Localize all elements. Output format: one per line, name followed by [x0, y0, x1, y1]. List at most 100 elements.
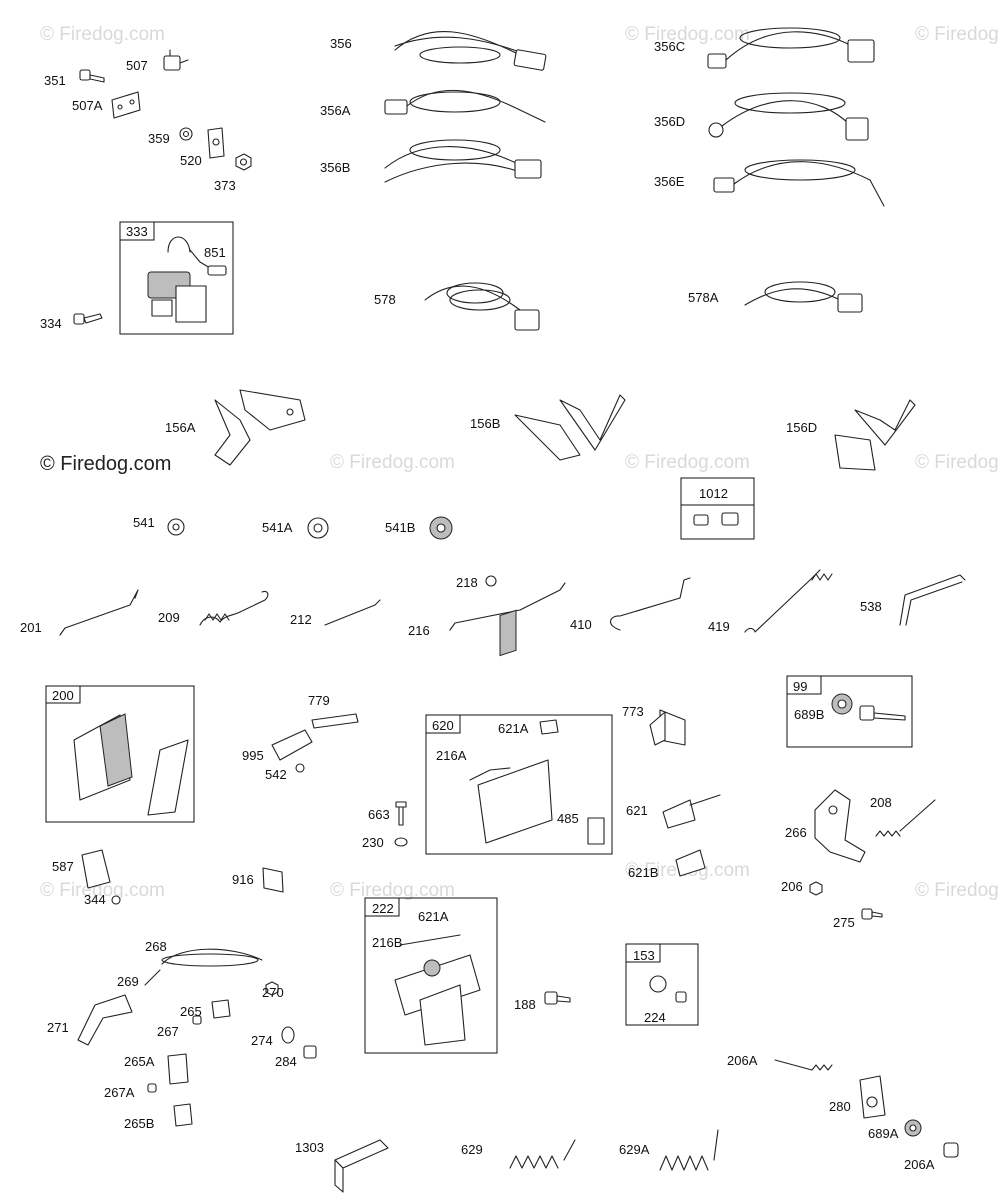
callout-267: 267	[157, 1024, 179, 1039]
part-851-wire	[207, 265, 227, 276]
part-578-wire-harness	[424, 282, 540, 331]
part-212-link	[324, 599, 381, 626]
part-270-nut	[265, 981, 279, 996]
callout-267A: 267A	[104, 1085, 135, 1100]
callout-222: 222	[372, 901, 394, 916]
callout-208: 208	[870, 795, 892, 810]
part-344-screw	[111, 895, 121, 905]
part-507-switch	[163, 49, 189, 71]
callout-621A-2: 621A	[418, 909, 449, 924]
callout-419: 419	[708, 619, 730, 634]
part-621B-clip	[675, 849, 706, 877]
part-284-screw	[303, 1045, 317, 1059]
callout-274: 274	[251, 1033, 273, 1048]
box-620	[425, 714, 613, 855]
callout-356A: 356A	[320, 103, 351, 118]
callout-188: 188	[514, 997, 536, 1012]
part-188-screw	[544, 991, 571, 1005]
callout-851: 851	[204, 245, 226, 260]
callout-206A-2: 206A	[904, 1157, 935, 1172]
part-410-link	[610, 577, 691, 631]
callout-275: 275	[833, 915, 855, 930]
callout-689A: 689A	[868, 1126, 899, 1141]
part-267A-screw	[147, 1083, 157, 1093]
callout-578A: 578A	[688, 290, 719, 305]
callout-541B: 541B	[385, 520, 415, 535]
callout-916: 916	[232, 872, 254, 887]
part-222-control-assembly	[394, 934, 481, 1046]
part-156D-bracket	[834, 399, 916, 471]
part-271-lever	[77, 994, 133, 1046]
watermark: © Firedog.com	[915, 452, 1000, 473]
part-356A-wire-harness	[384, 89, 546, 123]
callout-578: 578	[374, 292, 396, 307]
callout-689B: 689B	[794, 707, 824, 722]
part-153-cap	[649, 975, 667, 993]
watermark: © Firedog.com	[40, 880, 165, 901]
box-153-tag	[625, 943, 661, 963]
part-280-bracket	[859, 1075, 886, 1119]
part-269-fitting	[144, 969, 161, 986]
callout-201: 201	[20, 620, 42, 635]
callout-356E: 356E	[654, 174, 685, 189]
watermark: © Firedog.com	[330, 880, 455, 901]
callout-268: 268	[145, 939, 167, 954]
callout-265: 265	[180, 1004, 202, 1019]
part-216-link	[449, 582, 566, 631]
box-99-tag	[786, 675, 822, 695]
part-356-wire-harness	[394, 30, 547, 71]
part-541A-lockwasher	[307, 517, 329, 539]
part-995-bracket	[271, 729, 313, 761]
part-359-washer	[179, 127, 193, 141]
callout-153: 153	[633, 948, 655, 963]
callout-206A: 206A	[727, 1053, 758, 1068]
callout-621: 621	[626, 803, 648, 818]
part-333-armature	[147, 236, 211, 323]
part-538-rod	[899, 574, 966, 626]
part-206-nut	[809, 881, 823, 896]
part-689A-nut	[904, 1119, 922, 1137]
callout-271: 271	[47, 1020, 69, 1035]
part-218-clip	[485, 575, 497, 587]
callout-356C: 356C	[654, 39, 685, 54]
callout-410: 410	[570, 617, 592, 632]
box-222-tag	[364, 897, 400, 917]
watermark: © Firedog.com	[625, 24, 750, 45]
part-779-bracket	[311, 713, 359, 729]
part-541-lockwasher	[167, 518, 185, 536]
watermark: © Firedog.com	[40, 24, 165, 45]
part-1012-connectors	[693, 512, 739, 526]
part-267-screw	[192, 1015, 202, 1025]
box-99	[786, 675, 913, 748]
callout-507: 507	[126, 58, 148, 73]
part-663-screw	[395, 801, 407, 826]
callout-266: 266	[785, 825, 807, 840]
callout-156A: 156A	[165, 420, 196, 435]
callout-541A: 541A	[262, 520, 293, 535]
callout-356: 356	[330, 36, 352, 51]
callout-269: 269	[117, 974, 139, 989]
part-485-block	[587, 817, 605, 845]
callout-620: 620	[432, 718, 454, 733]
part-578A-wire-harness	[744, 281, 863, 313]
callout-344: 344	[84, 892, 106, 907]
part-200-plates	[73, 713, 189, 816]
callout-265B: 265B	[124, 1116, 154, 1131]
callout-156D: 156D	[786, 420, 817, 435]
part-334-screw	[73, 313, 103, 325]
part-356B-wire-harness	[384, 139, 542, 183]
callout-labels: 351 507 507A 359 520 373 356 356A 356B 3…	[20, 36, 935, 1172]
callout-209: 209	[158, 610, 180, 625]
callout-212: 212	[290, 612, 312, 627]
box-200	[45, 685, 195, 823]
callout-507A: 507A	[72, 98, 103, 113]
callout-1303: 1303	[295, 1140, 324, 1155]
callout-230: 230	[362, 835, 384, 850]
callout-779: 779	[308, 693, 330, 708]
part-351-screw	[79, 69, 105, 83]
box-1012	[680, 477, 755, 540]
box-333	[119, 221, 234, 335]
callout-541: 541	[133, 515, 155, 530]
part-373-nut	[235, 153, 252, 171]
